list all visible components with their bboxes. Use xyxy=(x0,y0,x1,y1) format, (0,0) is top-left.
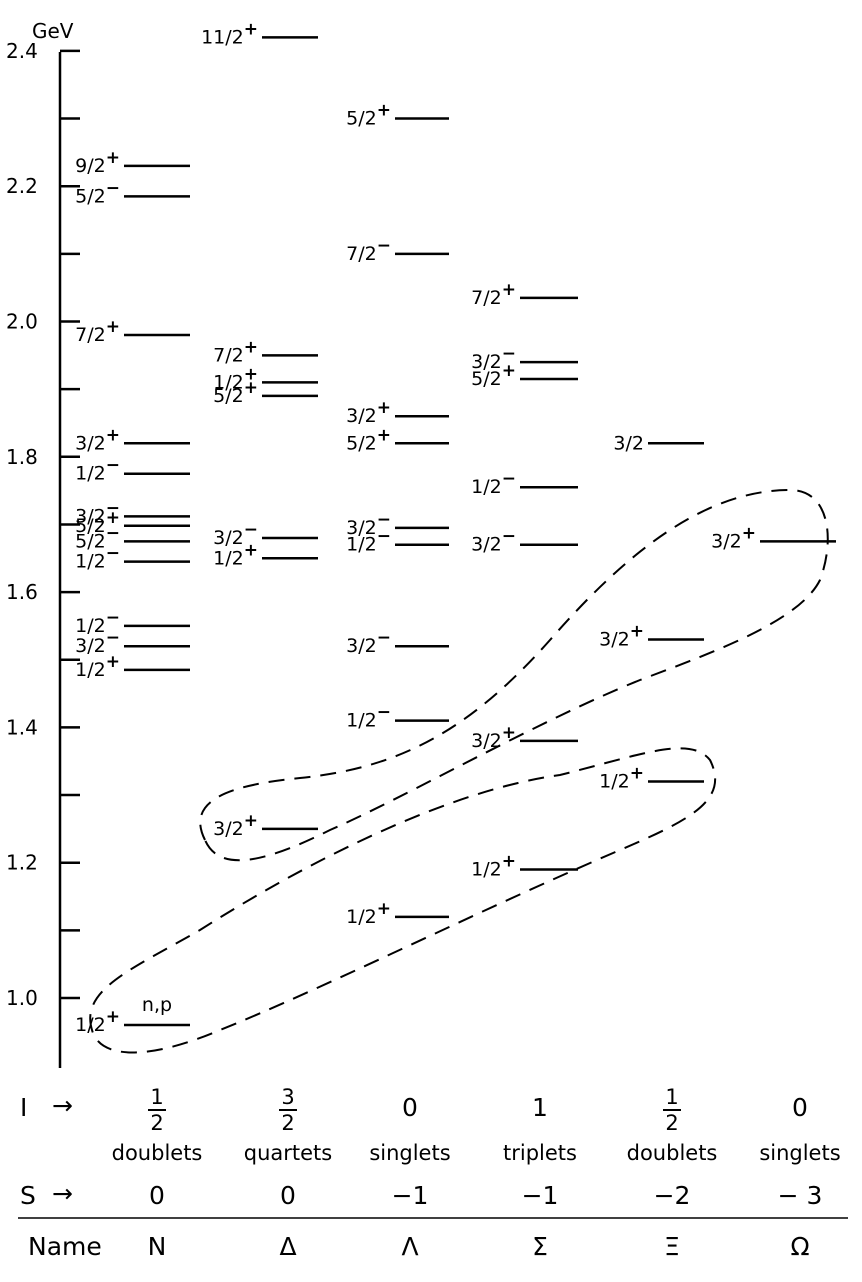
isospin-denominator: 2 xyxy=(150,1111,163,1135)
level-label: 11/2+ xyxy=(201,19,258,48)
level-label: 3/2+ xyxy=(711,523,756,552)
level-label: 3/2− xyxy=(213,520,258,549)
tick-label: 2.4 xyxy=(6,39,38,63)
isospin-numerator: 1 xyxy=(150,1085,163,1109)
level-label: 1/2− xyxy=(75,608,120,637)
level-label: 1/2+ xyxy=(471,851,516,880)
decuplet-contour xyxy=(199,488,829,862)
isospin-numerator: 1 xyxy=(665,1085,678,1109)
tick-label: 1.2 xyxy=(6,851,38,875)
isospin-arrow: → xyxy=(52,1091,73,1120)
baryon-name: Λ xyxy=(401,1232,418,1261)
level-label: 3/2− xyxy=(75,498,120,527)
level-label: 5/2− xyxy=(75,178,120,207)
multiplet-label: quartets xyxy=(244,1141,332,1165)
level-label: 1/2+ xyxy=(75,652,120,681)
multiplet-contours xyxy=(89,488,829,1054)
level-label: 3/2+ xyxy=(213,811,258,840)
multiplet-label: doublets xyxy=(112,1141,203,1165)
level-label: 5/2+ xyxy=(213,378,258,407)
baryon-name: N xyxy=(148,1232,167,1261)
level-label: 1/2− xyxy=(75,456,120,485)
level-label: 3/2+ xyxy=(471,723,516,752)
tick-label: 1.8 xyxy=(6,445,38,469)
level-label: 7/2+ xyxy=(75,317,120,346)
strangeness-value: − 3 xyxy=(778,1181,823,1210)
isospin-value: 0 xyxy=(792,1093,808,1122)
level-label: 3/2+ xyxy=(75,425,120,454)
tick-label: 2.0 xyxy=(6,310,38,334)
octet-contour xyxy=(89,747,717,1054)
y-axis-ticks: 1.0 1.2 1.4 1.6 1.8 2.0 2.2 2.4 xyxy=(6,39,80,1010)
multiplet-label: singlets xyxy=(369,1141,450,1165)
level-label: 1/2− xyxy=(346,703,391,732)
level-label: 5/2− xyxy=(75,523,120,552)
level-label: 1/2+ xyxy=(599,764,644,793)
energy-levels: 9/2+5/2−7/2+3/2+1/2−3/2−5/2+5/2−1/2−1/2−… xyxy=(75,19,836,1036)
isospin-numerator: 3 xyxy=(281,1085,294,1109)
multiplet-label: singlets xyxy=(759,1141,840,1165)
isospin-denominator: 2 xyxy=(665,1111,678,1135)
level-label: 5/2+ xyxy=(471,361,516,390)
level-label: 1/2+ xyxy=(213,540,258,569)
level-label: 1/2− xyxy=(75,544,120,573)
level-label: 7/2+ xyxy=(471,280,516,309)
strangeness-value: −1 xyxy=(522,1181,559,1210)
isospin-value: 1 xyxy=(532,1093,548,1122)
tick-label: 1.4 xyxy=(6,715,38,739)
level-label: 3/2− xyxy=(75,628,120,657)
multiplet-label: triplets xyxy=(503,1141,577,1165)
level-label: 5/2+ xyxy=(75,508,120,537)
name-row-label: Name xyxy=(28,1232,102,1261)
strangeness-value: −2 xyxy=(654,1181,691,1210)
level-label: 1/2+ xyxy=(346,899,391,928)
tick-label: 1.6 xyxy=(6,580,38,604)
level-label: 3/2− xyxy=(346,628,391,657)
level-label: 5/2+ xyxy=(346,101,391,130)
level-label: 3/2+ xyxy=(599,621,644,650)
level-label: 3/2− xyxy=(471,344,516,373)
level-label: 1/2+ xyxy=(213,364,258,393)
level-label: 3/2+ xyxy=(346,398,391,427)
tick-label: 2.2 xyxy=(6,174,38,198)
unit-label: GeV xyxy=(32,19,74,43)
level-note: n,p xyxy=(142,994,172,1016)
level-label: 9/2+ xyxy=(75,148,120,177)
strangeness-value: −1 xyxy=(392,1181,429,1210)
strangeness-value: 0 xyxy=(280,1181,296,1210)
strangeness-row-label: S xyxy=(20,1181,36,1210)
baryon-name: Ξ xyxy=(664,1232,680,1261)
level-label: 3/2− xyxy=(471,527,516,556)
tick-label: 1.0 xyxy=(6,986,38,1010)
strangeness-arrow: → xyxy=(52,1179,73,1208)
level-label: 5/2+ xyxy=(346,425,391,454)
level-label: 3/2 xyxy=(613,432,644,454)
isospin-value: 0 xyxy=(402,1093,418,1122)
baryon-name: Δ xyxy=(279,1232,296,1261)
level-label: 1/2− xyxy=(346,527,391,556)
strangeness-value: 0 xyxy=(149,1181,165,1210)
level-label: 7/2− xyxy=(346,236,391,265)
quantum-number-footer: I→S→Name12doublets0N32quartets0Δ0singlet… xyxy=(20,1085,841,1261)
level-label: 7/2+ xyxy=(213,337,258,366)
multiplet-label: doublets xyxy=(627,1141,718,1165)
level-label: 1/2− xyxy=(471,469,516,498)
isospin-denominator: 2 xyxy=(281,1111,294,1135)
baryon-name: Σ xyxy=(532,1232,548,1261)
baryon-name: Ω xyxy=(790,1232,809,1261)
isospin-row-label: I xyxy=(20,1093,27,1122)
level-label: 3/2− xyxy=(346,510,391,539)
level-label: 1/2+ xyxy=(75,1007,120,1036)
